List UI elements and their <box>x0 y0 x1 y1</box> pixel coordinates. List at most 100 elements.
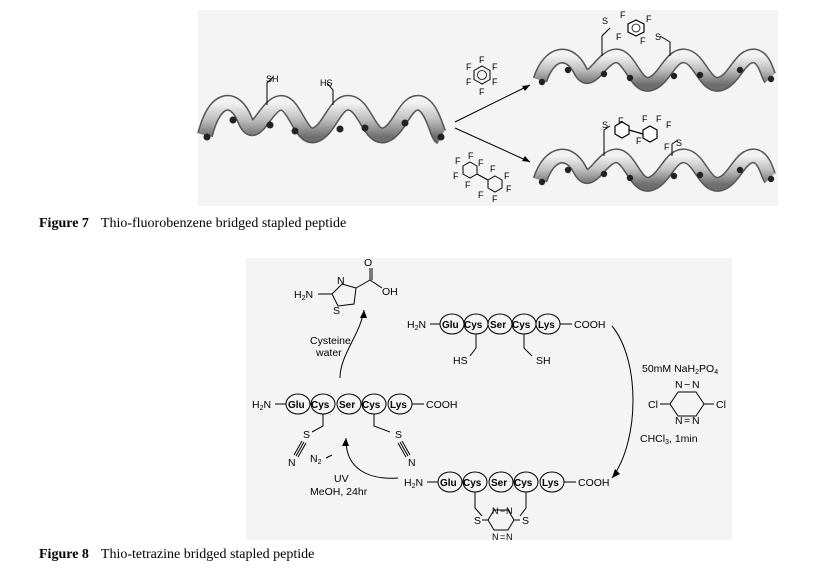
svg-text:Cys: Cys <box>362 400 381 411</box>
svg-text:H2N: H2N <box>404 477 423 490</box>
svg-text:F: F <box>616 32 622 42</box>
svg-text:F: F <box>479 87 485 97</box>
svg-text:Cys: Cys <box>514 478 533 489</box>
arrow-upper <box>454 84 531 123</box>
svg-text:Cys: Cys <box>512 320 531 331</box>
svg-text:F: F <box>478 190 484 200</box>
figure-7-caption-text: Thio-fluorobenzene bridged stapled pepti… <box>100 216 347 231</box>
sulfur-label-2: S <box>655 32 661 42</box>
svg-text:Lys: Lys <box>390 400 407 411</box>
svg-text:F: F <box>465 180 471 190</box>
svg-text:H2N: H2N <box>294 289 313 302</box>
residue-chain-top: Glu Cys Ser Cys Lys <box>439 313 561 335</box>
svg-text:F: F <box>492 194 498 204</box>
svg-text:Glu: Glu <box>440 478 457 489</box>
svg-text:N: N <box>492 532 499 542</box>
n2-label: N2 <box>310 453 322 466</box>
svg-text:Glu: Glu <box>442 320 459 331</box>
figure-7-caption: Figure 7 Thio-fluorobenzene bridged stapl… <box>39 216 346 232</box>
svg-text:N: N <box>506 532 513 542</box>
svg-text:Ser: Ser <box>491 478 507 489</box>
svg-text:F: F <box>478 158 484 168</box>
peptide-tetrazine-stapled: H2N Glu Cys Ser Cys Lys COOH S S N−N N=N <box>404 471 610 542</box>
uv-label: UV <box>334 473 349 485</box>
arrow-uv <box>345 437 399 479</box>
figure-7-label: Figure 7 <box>39 216 89 231</box>
svg-text:N: N <box>337 275 345 287</box>
sulfur-label-3: S <box>602 120 608 130</box>
svg-text:S: S <box>303 429 310 441</box>
svg-text:N: N <box>288 457 296 469</box>
svg-text:H2N: H2N <box>407 319 426 332</box>
svg-text:S: S <box>333 305 340 317</box>
water-label: water <box>315 347 342 359</box>
svg-text:F: F <box>642 114 648 124</box>
svg-text:N: N <box>675 379 683 391</box>
sulfur-label-1: S <box>602 16 608 26</box>
svg-text:F: F <box>666 120 672 130</box>
svg-text:O: O <box>364 257 372 269</box>
svg-text:F: F <box>506 184 512 194</box>
svg-text:F: F <box>455 156 461 166</box>
sulfur-label-4: S <box>676 138 682 148</box>
thiazoline-product: H2N N S O OH <box>294 257 398 317</box>
figure-8-background <box>246 258 732 540</box>
decafluorobiphenyl-structure: F F F F F F F F F F <box>453 151 512 204</box>
svg-text:−: − <box>500 506 505 516</box>
svg-text:Lys: Lys <box>542 478 559 489</box>
thiol-label-right: HS <box>320 78 333 88</box>
helix-unstapled <box>197 76 448 145</box>
svg-text:F: F <box>656 114 662 124</box>
cysteine-label: Cysteine <box>310 335 351 347</box>
svg-text:F: F <box>466 62 472 72</box>
figure-8-label: Figure 8 <box>39 547 89 562</box>
svg-text:F: F <box>468 151 474 161</box>
dichlorotetrazine-structure: N−N Cl Cl N=N <box>648 379 726 427</box>
hexafluorobenzene-structure: F F F F F F <box>466 55 498 97</box>
svg-text:SH: SH <box>536 355 551 367</box>
svg-text:N: N <box>506 506 513 516</box>
svg-text:F: F <box>620 10 626 20</box>
helix-stapled-benzene <box>532 19 777 92</box>
svg-text:Cys: Cys <box>311 400 330 411</box>
svg-text:F: F <box>646 14 652 24</box>
peptide-free-thiols: H2N Glu Cys Ser Cys Lys COOH HS SH <box>407 313 606 367</box>
svg-text:F: F <box>492 77 498 87</box>
svg-text:H2N: H2N <box>252 399 271 412</box>
svg-text:S: S <box>474 515 481 527</box>
svg-text:F: F <box>492 62 498 72</box>
thiol-label-left: SH <box>266 74 279 84</box>
svg-text:COOH: COOH <box>426 399 458 411</box>
svg-text:Ser: Ser <box>490 320 506 331</box>
methanol-label: MeOH, 24hr <box>310 486 368 498</box>
svg-text:S: S <box>395 429 402 441</box>
figure-7-illustration: SH HS F F F F F F F F F F F F F F F F <box>197 10 778 206</box>
svg-text:F: F <box>479 55 485 65</box>
svg-text:=: = <box>500 532 505 542</box>
svg-text:OH: OH <box>382 286 398 298</box>
svg-text:HS: HS <box>453 355 468 367</box>
svg-text:Cl: Cl <box>716 399 726 411</box>
arrow-lower <box>454 127 531 163</box>
svg-text:S: S <box>522 515 529 527</box>
svg-text:F: F <box>664 142 670 152</box>
conditions-buffer: 50mM NaH2PO4 <box>642 363 718 376</box>
svg-text:N: N <box>692 415 700 427</box>
svg-text:F: F <box>466 77 472 87</box>
svg-text:COOH: COOH <box>578 477 610 489</box>
svg-text:F: F <box>490 164 496 174</box>
svg-text:Cys: Cys <box>464 320 483 331</box>
svg-text:F: F <box>618 116 624 126</box>
arrow-tetrazine <box>611 325 634 479</box>
svg-text:N: N <box>675 415 683 427</box>
svg-text:F: F <box>504 171 510 181</box>
svg-text:=: = <box>684 415 690 427</box>
svg-text:Lys: Lys <box>538 320 555 331</box>
svg-text:Cl: Cl <box>648 399 658 411</box>
helix-stapled-biphenyl <box>532 121 777 192</box>
svg-text:Glu: Glu <box>288 400 305 411</box>
svg-text:F: F <box>453 171 459 181</box>
svg-text:N: N <box>408 457 416 469</box>
